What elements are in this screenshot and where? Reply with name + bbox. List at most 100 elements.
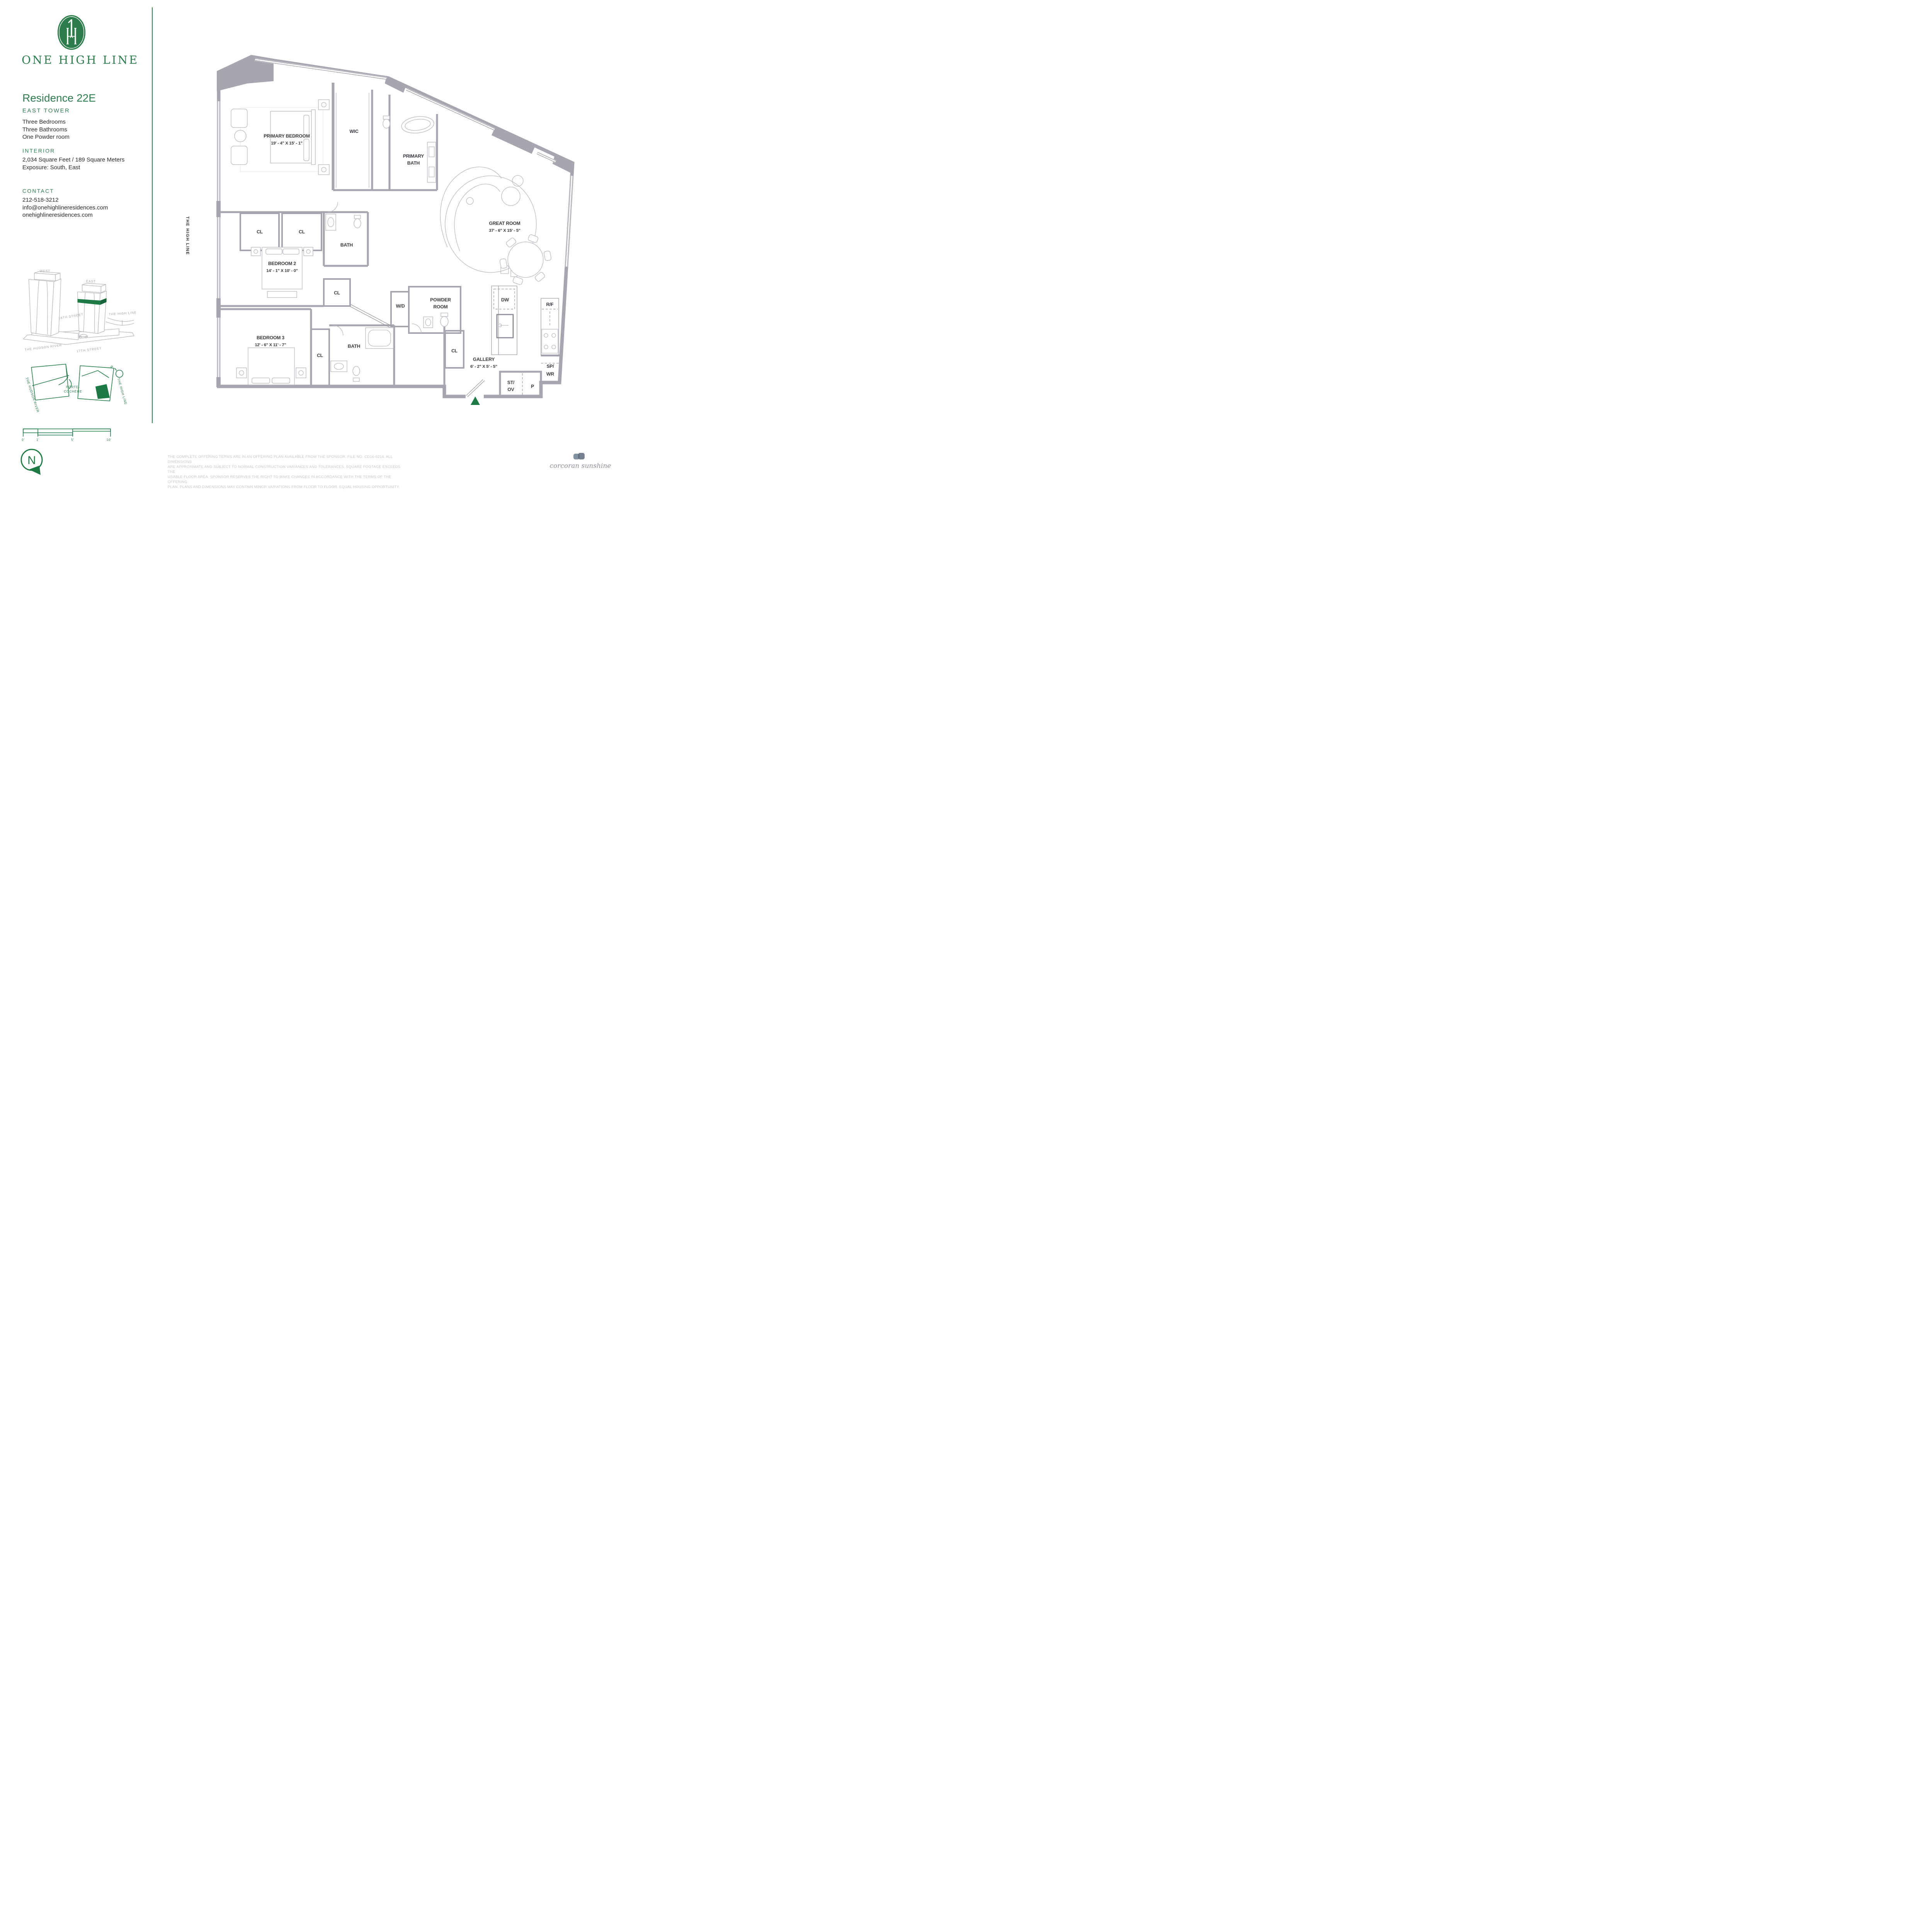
one-high-line-monogram-icon (58, 15, 85, 50)
wall-pier (216, 377, 221, 387)
fridge-label: R/F (546, 302, 553, 307)
wall-pier (553, 155, 574, 173)
interior-heading: INTERIOR (22, 148, 55, 154)
feature-bathrooms: Three Bathrooms (22, 126, 67, 133)
primary-bedroom-dims: 19' - 4" X 15' - 1" (271, 141, 303, 146)
plan-high-line-label: THE HIGH LINE (185, 216, 190, 255)
west-tower-label: WEST (40, 270, 51, 273)
entry (466, 379, 485, 405)
wic-shelving (336, 93, 369, 188)
wall-pier (385, 76, 406, 93)
agency-logo-text: corcoran sunshine (549, 462, 611, 470)
interior-details: 2,034 Square Feet / 189 Square Meters Ex… (22, 156, 124, 171)
powder-room-fixtures (423, 313, 449, 328)
closet-label: CL (451, 348, 458, 354)
great-room-dims: 37' - 6" X 15' - 5" (489, 228, 520, 233)
window-bands (217, 58, 573, 377)
scale-0: 0' (22, 438, 25, 442)
entry-marker-icon (471, 396, 480, 405)
closet-label: CL (257, 229, 263, 235)
bath3-fixtures (330, 327, 394, 382)
wic-label: WIC (349, 129, 358, 134)
sidebar-divider (152, 7, 153, 423)
bath2-fixtures (325, 214, 361, 231)
scale-5: 5' (71, 438, 74, 442)
scale-1: 1' (36, 438, 39, 442)
gallery-dims: 6' - 2" X 5' - 5" (470, 364, 497, 369)
feature-powder: One Powder room (22, 134, 70, 140)
hall-diagonal-wall (349, 304, 392, 328)
bedroom2-dims: 14' - 1" X 10' - 0" (266, 269, 298, 273)
bath2-label: BATH (340, 242, 353, 248)
pantry-label: P (531, 384, 534, 389)
page-title: Residence 22E (22, 92, 96, 104)
wall-pier (216, 298, 221, 318)
wall-pier (492, 127, 536, 154)
porte-cochere-label-1: PORTE- (66, 386, 80, 389)
bedroom2-furniture (251, 247, 313, 298)
kitchen-fixtures (491, 286, 560, 395)
residence-site-parcel (95, 384, 110, 399)
st-ov-label-2: OV (507, 387, 514, 392)
feature-bedrooms: Three Bedrooms (22, 119, 66, 125)
residence-features: Three Bedrooms Three Bathrooms One Powde… (22, 118, 70, 141)
building-location-diagram: WEST EAST 18TH STREET THE HIGH LINE THE … (22, 270, 137, 353)
sp-wr-label-1: SP/ (546, 364, 554, 369)
interior-area: 2,034 Square Feet / 189 Square Meters (22, 156, 125, 163)
primary-bath-label-2: BATH (407, 160, 420, 166)
closet-label: CL (317, 353, 323, 358)
bedroom2-label: BEDROOM 2 (268, 261, 296, 266)
contact-email[interactable]: info@onehighlineresidences.com (22, 204, 108, 211)
car-icon (78, 334, 88, 338)
closet-label: CL (334, 290, 340, 296)
primary-bath-fixtures (383, 116, 436, 183)
site-high-line-label: THE HIGH LINE (117, 378, 128, 405)
contact-heading: CONTACT (22, 188, 54, 194)
st-ov-label-1: ST/ (507, 380, 515, 385)
gallery-label: GALLERY (473, 357, 495, 362)
wall-pier (216, 201, 221, 217)
contact-details: 212-518-3212 info@onehighlineresidences.… (22, 196, 108, 219)
brand-wordmark: ONE HIGH LINE (22, 53, 139, 66)
floor-plan: THE HIGH LINE PRIMARY BEDROOM 19' - 4" X… (185, 55, 575, 405)
floorplan-brochure-page: ONE HIGH LINE Residence 22E EAST TOWER T… (0, 0, 638, 493)
high-line-label: THE HIGH LINE (109, 311, 137, 316)
powder-room-label-1: POWDER (430, 297, 451, 303)
site-compass-icon: N (110, 365, 124, 378)
corcoran-sunshine-icon (573, 453, 585, 459)
svg-text:N: N (110, 365, 114, 369)
powder-room-label-2: ROOM (433, 304, 447, 310)
east-tower (77, 283, 107, 334)
interior-exposure: Exposure: South, East (22, 164, 80, 171)
west-tower (28, 271, 61, 337)
bedroom3-dims: 12' - 6" X 11' - 7" (255, 343, 286, 347)
washer-dryer-label: W/D (396, 303, 405, 309)
great-room-label: GREAT ROOM (489, 221, 520, 226)
primary-bedroom-label: PRIMARY BEDROOM (264, 133, 310, 139)
porte-cochere-label-2: COCHÈRE (64, 389, 82, 393)
primary-bath-label-1: PRIMARY (403, 153, 424, 159)
closet-label: CL (299, 229, 305, 235)
sp-wr-label-2: WR (546, 371, 554, 377)
residence-floor-band (77, 299, 100, 305)
scale-10: 10' (107, 438, 112, 442)
site-plan-diagram: PORTE- COCHÈRE THE HUDSON RIVER THE HIGH… (25, 364, 128, 413)
scale-bar: 0' 1' 5' 10' (22, 429, 112, 442)
tower-subtitle: EAST TOWER (22, 107, 70, 114)
door-swings (327, 202, 422, 336)
street-17-label: 17TH STREET (77, 347, 102, 353)
bedroom3-furniture (236, 347, 306, 385)
contact-phone[interactable]: 212-518-3212 (22, 197, 59, 203)
site-hudson-river-label: THE HUDSON RIVER (25, 377, 40, 413)
legal-disclaimer: THE COMPLETE OFFERING TERMS ARE IN AN OF… (168, 455, 401, 489)
contact-website[interactable]: onehighlineresidences.com (22, 212, 93, 218)
svg-text:N: N (27, 454, 36, 467)
east-tower-label: EAST (86, 280, 96, 283)
great-room-furniture (440, 167, 552, 285)
north-compass-icon: N (20, 449, 43, 475)
hudson-river-label: THE HUDSON RIVER (24, 344, 62, 352)
bedroom3-label: BEDROOM 3 (257, 335, 284, 340)
bath3-label: BATH (348, 344, 360, 349)
primary-bedroom-furniture (231, 99, 330, 175)
wall-pier (217, 55, 274, 91)
